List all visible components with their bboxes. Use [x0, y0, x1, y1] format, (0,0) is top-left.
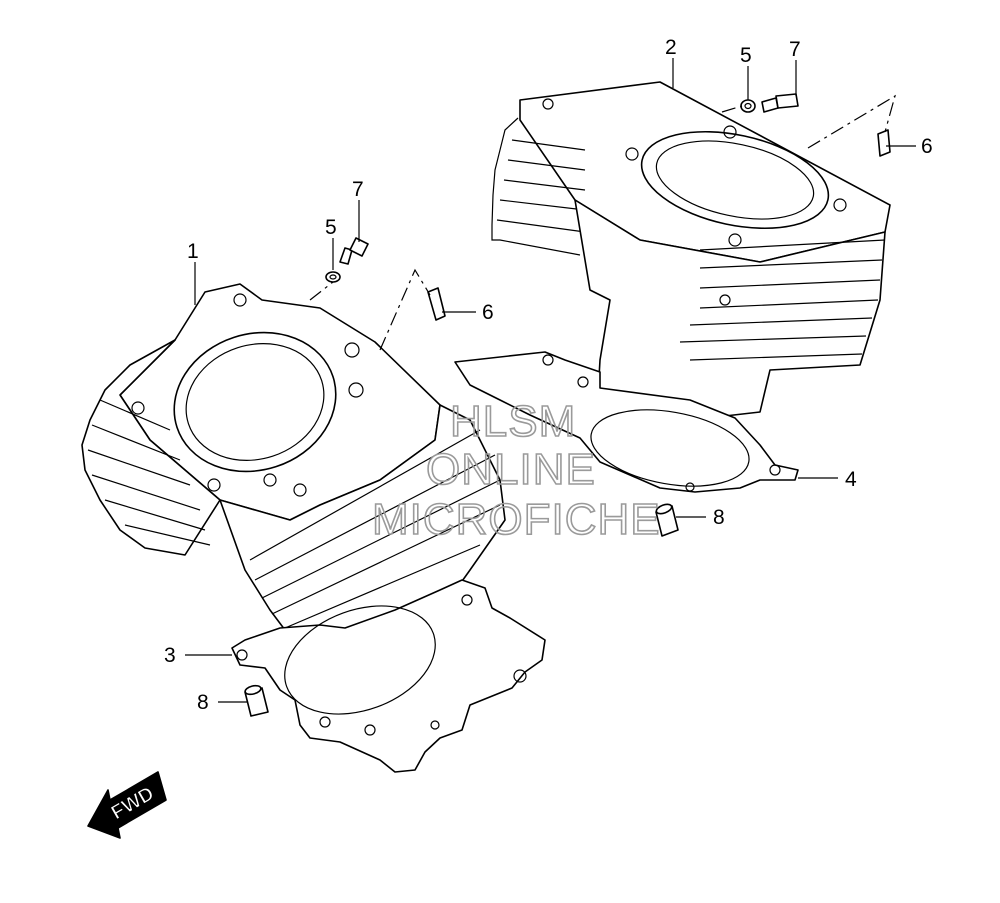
callout-1: 1	[187, 240, 199, 263]
watermark: HLSM ONLINE MICROFICHE	[371, 396, 661, 545]
assembly-line	[807, 94, 896, 149]
callout-5-rear: 5	[740, 44, 752, 67]
stud-front	[427, 287, 446, 321]
callout-3: 3	[164, 644, 176, 667]
assembly-line	[721, 105, 743, 113]
callout-6-front: 6	[482, 301, 494, 324]
callout-2: 2	[665, 36, 677, 59]
washer-front	[325, 271, 341, 283]
stud-rear	[877, 129, 891, 157]
callout-4: 4	[845, 468, 857, 491]
callout-8-rear: 8	[713, 506, 725, 529]
plug-bolt-rear	[761, 93, 799, 113]
washer-rear	[740, 99, 756, 113]
assembly-line	[309, 281, 334, 301]
watermark-line-1: HLSM	[450, 397, 576, 446]
assembly-line	[379, 268, 431, 351]
rear-cylinder	[491, 81, 891, 421]
callout-6-rear: 6	[921, 135, 933, 158]
watermark-line-2: ONLINE	[426, 445, 596, 494]
dowel-pin-rear	[655, 503, 679, 537]
front-cylinder	[81, 283, 506, 649]
callout-8-front: 8	[197, 691, 209, 714]
front-base-gasket	[231, 579, 546, 773]
watermark-line-3: MICROFICHE	[372, 495, 661, 544]
fwd-arrow: FWD	[87, 771, 167, 839]
callout-7-rear: 7	[789, 38, 801, 61]
callout-5-front: 5	[325, 216, 337, 239]
callout-7-front: 7	[352, 178, 364, 201]
plug-bolt-front	[339, 237, 369, 265]
dowel-pin-front	[244, 684, 269, 717]
rear-base-gasket	[454, 351, 799, 493]
